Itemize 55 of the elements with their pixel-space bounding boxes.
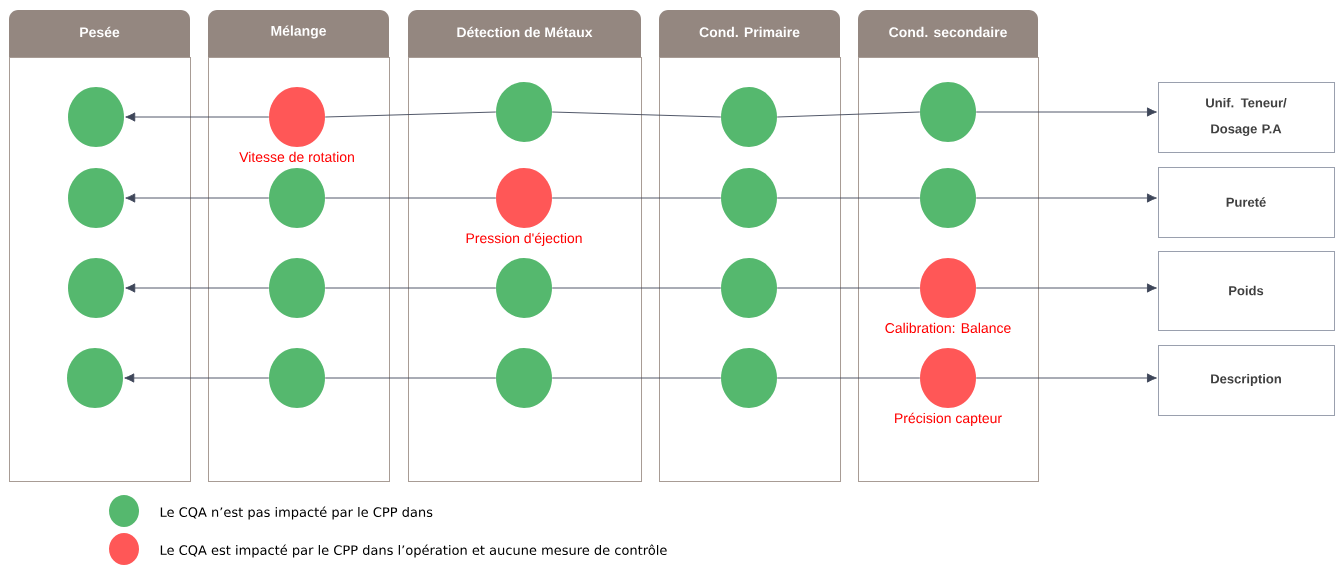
arrow bbox=[125, 112, 270, 122]
connector-line bbox=[324, 111, 497, 118]
condition-label: Pression d'éjection bbox=[466, 232, 582, 246]
connector-line bbox=[324, 287, 497, 289]
status-circle bbox=[721, 258, 777, 318]
status-circle bbox=[68, 87, 124, 147]
node-label: Mélange bbox=[271, 25, 327, 39]
status-circle bbox=[496, 82, 552, 142]
connector-line bbox=[776, 287, 921, 289]
arrow bbox=[125, 283, 270, 293]
status-circle bbox=[67, 348, 123, 408]
status-circle bbox=[721, 348, 777, 408]
status-circle bbox=[920, 258, 976, 318]
node-label: Cond. Primaire bbox=[699, 26, 800, 38]
connector-line bbox=[324, 197, 497, 199]
legend-text: Le CQA n’est pas impacté par le CPP dans bbox=[160, 506, 433, 520]
connector-line bbox=[776, 111, 921, 118]
connector-line bbox=[776, 197, 921, 199]
status-circle bbox=[920, 168, 976, 228]
connector-line bbox=[324, 377, 497, 379]
connector-line bbox=[776, 377, 921, 379]
attribute-box: Description bbox=[1158, 345, 1335, 416]
node-label: Cond. secondaire bbox=[889, 26, 1007, 38]
status-circle bbox=[721, 168, 777, 228]
arrow bbox=[975, 373, 1157, 383]
status-circle bbox=[721, 87, 777, 147]
node-label: Détection de Métaux bbox=[457, 26, 593, 38]
arrow bbox=[124, 373, 270, 383]
status-circle bbox=[269, 168, 325, 228]
connector-line bbox=[551, 287, 722, 289]
status-circle bbox=[496, 348, 552, 408]
connector-line bbox=[551, 377, 722, 379]
condition-label: Précision capteur bbox=[895, 412, 1002, 426]
status-circle bbox=[920, 82, 976, 142]
status-circle bbox=[269, 348, 325, 408]
condition-label: Calibration: Balance bbox=[885, 322, 1011, 334]
arrow bbox=[975, 193, 1157, 203]
attribute-box: Unif. Teneur/ Dosage P.A bbox=[1158, 82, 1335, 153]
arrow bbox=[975, 107, 1157, 117]
status-circle bbox=[269, 87, 325, 147]
connector-line bbox=[551, 111, 722, 118]
status-circle bbox=[269, 258, 325, 318]
node-label: Pesée bbox=[80, 26, 120, 38]
status-circle bbox=[68, 258, 124, 318]
condition-label: Vitesse de rotation bbox=[239, 151, 354, 162]
legend-text: Le CQA est impacté par le CPP dans l’opération et aucune mesure de contrôle bbox=[160, 544, 667, 558]
attribute-box: Poids bbox=[1158, 251, 1335, 331]
arrow bbox=[125, 193, 270, 203]
status-circle bbox=[68, 168, 124, 228]
status-circle bbox=[496, 258, 552, 318]
status-circle bbox=[920, 348, 976, 408]
arrow bbox=[975, 283, 1157, 293]
connector-line bbox=[551, 197, 722, 199]
status-circle bbox=[496, 168, 552, 228]
attribute-box: Pureté bbox=[1158, 167, 1335, 238]
